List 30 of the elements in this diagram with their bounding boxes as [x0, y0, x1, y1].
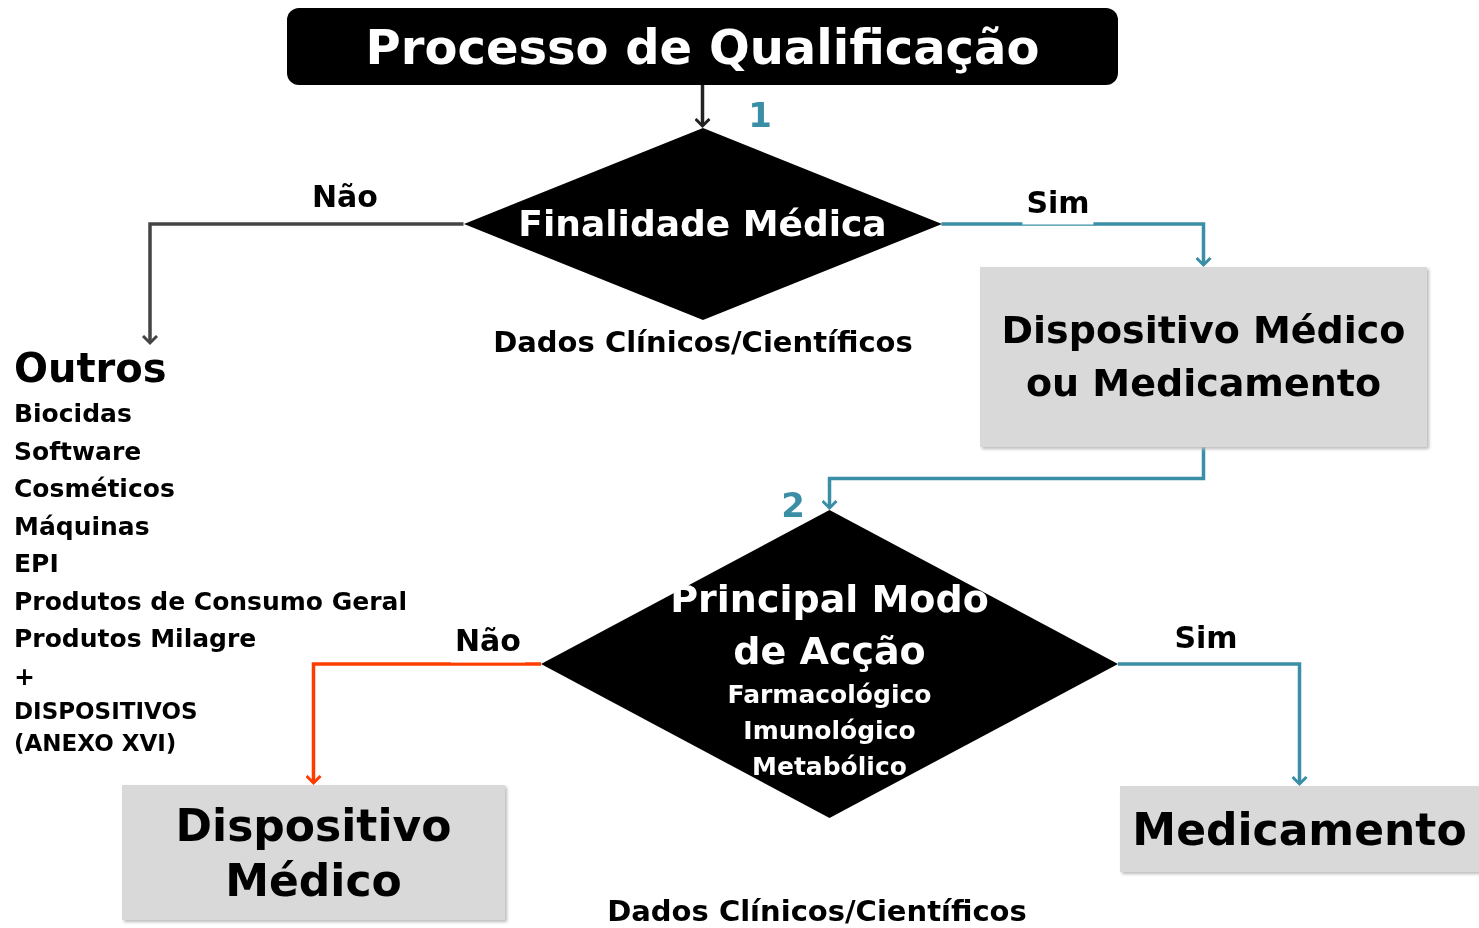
decision-subtext: Imunológico: [743, 715, 916, 748]
category-item: Produtos de Consumo Geral: [14, 585, 407, 618]
arrow: [1118, 662, 1308, 786]
note-text: Dados Clínicos/Científicos: [493, 324, 913, 362]
note-text: Dados Clínicos/Científicos: [607, 893, 1027, 928]
decision-subtext: Metabólico: [752, 751, 907, 784]
arrow: [821, 447, 1206, 510]
category-item: Produtos Milagre: [14, 623, 257, 655]
decision-subtext: Farmacológico: [727, 678, 932, 711]
category-item: Cosméticos: [14, 473, 175, 505]
result-box: Medicamento: [1120, 786, 1479, 872]
category-item: Máquinas: [14, 510, 150, 543]
category-item: DISPOSITIVOS (ANEXO XVI): [14, 697, 199, 759]
result-box: Dispositivo Médico ou Medicamento: [980, 267, 1427, 447]
decision-diamond: [463, 128, 942, 320]
category-item: EPI: [14, 548, 59, 580]
arrow: [305, 662, 541, 785]
step-number: 1: [748, 93, 772, 137]
step-number: 2: [781, 483, 805, 527]
arrow: [694, 85, 711, 128]
category-heading: Outros: [14, 345, 167, 391]
decision-text: Finalidade Médica: [518, 202, 887, 246]
title-banner: Processo de Qualificação: [287, 8, 1118, 85]
result-box: Dispositivo Médico: [122, 785, 505, 920]
category-item: Biocidas: [14, 398, 132, 430]
arrow: [941, 222, 1212, 267]
decision-text: Principal Modo de Acção: [669, 576, 990, 675]
category-item: +: [14, 660, 35, 693]
category-item: Software: [14, 435, 142, 468]
arrow: [141, 222, 464, 345]
